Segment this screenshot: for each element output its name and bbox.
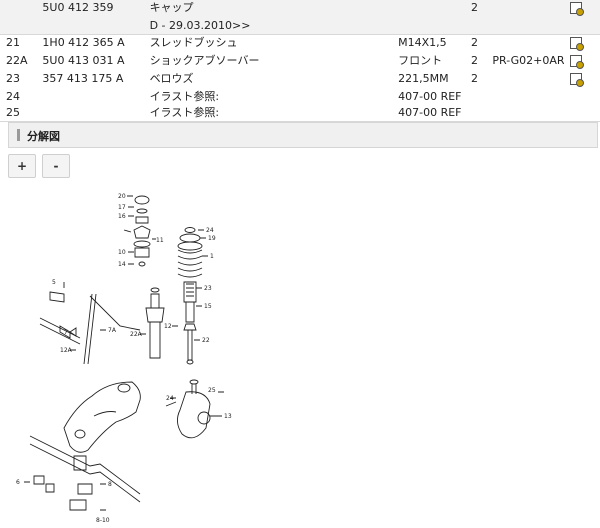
part-quantity: 2 (470, 36, 478, 49)
svg-text:23: 23 (204, 285, 212, 292)
part-number-ref: 21 (6, 36, 20, 49)
part-quantity (465, 89, 486, 105)
part-quantity: 2 (470, 72, 478, 85)
svg-text:10: 10 (118, 249, 126, 256)
part-number-ref: 25 (0, 105, 37, 122)
section-title: 分解図 (27, 130, 60, 143)
part-description: イラスト参照: (143, 105, 393, 122)
cart-cell (563, 105, 600, 122)
part-number-ref (0, 0, 37, 18)
part-number-ref: 23 (6, 72, 20, 85)
add-to-cart-icon[interactable] (569, 2, 584, 16)
cart-cell (564, 71, 600, 89)
part-quantity: 2 (470, 54, 478, 67)
svg-text:6: 6 (16, 479, 20, 486)
part-note (486, 0, 564, 18)
exploded-view-diagram: 20 17 16 11 10 14 24 19 1 23 15 12 22 22… (16, 193, 232, 524)
svg-text:12: 12 (164, 323, 172, 330)
svg-text:5: 5 (52, 279, 56, 286)
part-description: ベロウズ (149, 72, 194, 85)
part-quantity (464, 105, 487, 122)
part-number (36, 89, 143, 105)
svg-text:19: 19 (208, 235, 216, 242)
part-number: 1H0 412 365 A (42, 36, 125, 49)
svg-text:24: 24 (166, 395, 174, 402)
svg-text:1: 1 (210, 253, 214, 260)
part-spec: 221,5MM (398, 72, 449, 85)
part-description: ショックアブソーバー (149, 54, 260, 67)
part-description: キャップ (143, 0, 393, 18)
svg-text:8: 8 (108, 481, 112, 488)
add-to-cart-icon[interactable] (569, 37, 584, 51)
part-note (486, 105, 564, 122)
part-number (36, 18, 144, 35)
exploded-view-header: 分解図 (8, 122, 598, 148)
part-spec: 407-00 REF 10 (392, 105, 465, 122)
add-to-cart-icon[interactable] (569, 55, 584, 69)
part-number-ref: 22A (6, 54, 28, 67)
zoom-out-button[interactable]: - (42, 154, 70, 178)
part-quantity: 2 (464, 0, 487, 18)
part-description: スレッドブッシュ (149, 36, 238, 49)
cart-cell (564, 53, 600, 71)
svg-text:11: 11 (156, 237, 164, 244)
part-spec (392, 0, 465, 18)
part-spec: 407-00 REF 9 (398, 90, 465, 103)
part-note: PR-G02+0AR (492, 54, 564, 67)
cart-cell (563, 0, 600, 18)
table-row: 24 イラスト参照: 407-00 REF 9 (0, 89, 600, 105)
svg-text:17: 17 (118, 204, 126, 211)
part-number: 5U0 413 031 A (42, 54, 125, 67)
table-row: 21 1H0 412 365 A スレッドブッシュ M14X1,5 2 (0, 35, 600, 54)
svg-text:15: 15 (204, 303, 212, 310)
svg-text:22A: 22A (130, 331, 143, 338)
table-row: 22A 5U0 413 031 A ショックアブソーバー フロント 2 PR-G02+0A… (0, 53, 600, 71)
part-number: 357 413 175 A (42, 72, 124, 85)
section-marker (17, 129, 20, 141)
part-note (486, 71, 563, 89)
svg-text:7: 7 (64, 329, 68, 336)
part-number-ref: 24 (6, 90, 20, 103)
part-spec: M14X1,5 (398, 36, 447, 49)
zoom-in-button[interactable]: + (8, 154, 36, 178)
table-row: 25 イラスト参照:407-00 REF 10 (0, 105, 600, 122)
add-to-cart-icon[interactable] (569, 73, 584, 87)
svg-text:7A: 7A (108, 327, 117, 334)
part-quantity (464, 18, 487, 35)
part-spec (392, 18, 465, 35)
svg-text:14: 14 (118, 261, 126, 268)
part-note (486, 35, 563, 54)
part-number-ref (0, 18, 37, 35)
table-row: 23 357 413 175 A ベロウズ 221,5MM 2 (0, 71, 600, 89)
svg-text:12A: 12A (60, 347, 73, 354)
svg-text:25: 25 (208, 387, 216, 394)
part-description: イラスト参照: (149, 90, 220, 103)
part-note (486, 89, 563, 105)
svg-text:8-10: 8-10 (96, 517, 110, 524)
part-number (36, 105, 144, 122)
cart-cell (563, 18, 600, 35)
svg-text:16: 16 (118, 213, 126, 220)
svg-text:24: 24 (206, 227, 214, 234)
diagram-labels: 20 17 16 11 10 14 24 19 1 23 15 12 22 22… (16, 193, 232, 524)
part-description: D - 29.03.2010>> (143, 18, 393, 35)
part-spec: フロント (398, 54, 443, 67)
cart-cell (564, 89, 600, 105)
part-note (486, 18, 564, 35)
part-number: 5U0 412 359 (36, 0, 144, 18)
svg-text:13: 13 (224, 413, 232, 420)
cart-cell (564, 35, 600, 54)
diagram-drawing (24, 195, 224, 511)
table-row: D - 29.03.2010>> (0, 18, 600, 35)
svg-text:22: 22 (202, 337, 210, 344)
svg-text:20: 20 (118, 193, 126, 200)
